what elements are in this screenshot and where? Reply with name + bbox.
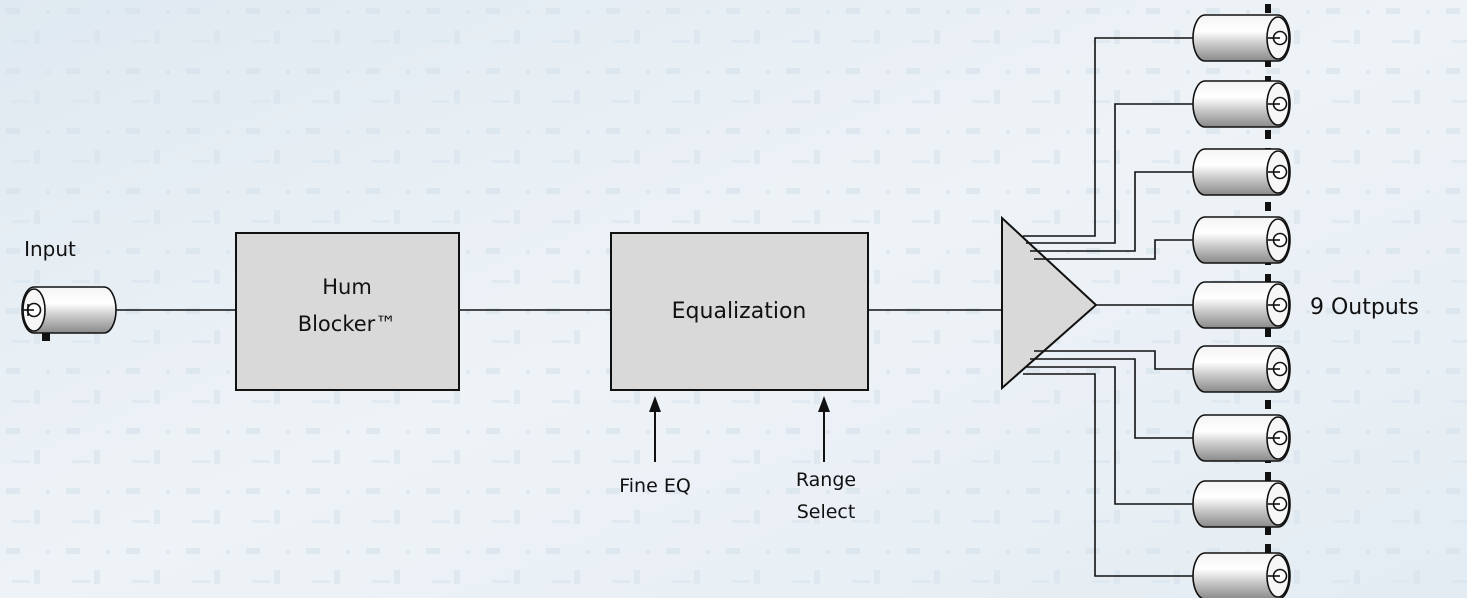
output-bnc-connector-icon (1192, 552, 1291, 598)
output-bnc-connector-icon (1192, 345, 1291, 393)
output-bnc-connector-icon (1192, 281, 1291, 329)
output-bnc-connector-icon (1192, 216, 1291, 264)
fine-eq-arrow-icon (649, 396, 661, 462)
input-label: Input (24, 237, 76, 261)
outputs-label: 9 Outputs (1310, 295, 1419, 320)
output-connectors (1192, 14, 1291, 598)
hum-blocker-block: Hum Blocker™ (235, 232, 460, 391)
hum-blocker-line2: Blocker™ (298, 312, 397, 336)
output-fanout-wires (1023, 37, 1197, 577)
output-bnc-connector-icon (1192, 414, 1291, 462)
equalization-label: Equalization (672, 299, 807, 324)
hum-blocker-line1: Hum (322, 275, 372, 299)
output-bnc-connector-icon (1192, 80, 1291, 128)
equalization-block: Equalization (610, 232, 869, 391)
distribution-amplifier-icon (1001, 215, 1098, 391)
output-bnc-connector-icon (1192, 480, 1291, 528)
range-select-line2: Select (797, 501, 856, 523)
output-bnc-connector-icon (1192, 14, 1291, 62)
fine-eq-label: Fine EQ (619, 475, 691, 497)
range-select-line1: Range (796, 469, 856, 491)
range-select-arrow-icon (818, 396, 830, 462)
input-bnc-connector-icon (21, 286, 117, 341)
output-bnc-connector-icon (1192, 148, 1291, 196)
